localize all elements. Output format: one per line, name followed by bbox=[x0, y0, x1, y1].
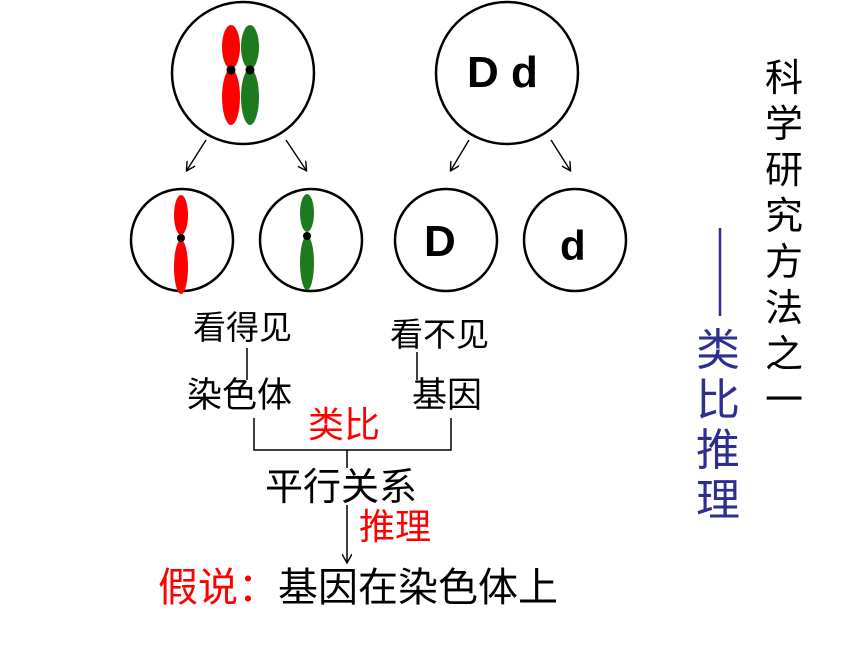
side-method-vertical: 类比推理 bbox=[696, 325, 740, 526]
arrow-left-parent-to-red bbox=[187, 139, 207, 170]
parent-red-chromosome bbox=[222, 25, 240, 125]
hypothesis-text: 基因在染色体上 bbox=[278, 565, 558, 611]
arrow-left-parent-to-green bbox=[285, 139, 306, 170]
visible-label: 看得见 bbox=[193, 308, 292, 347]
chromosome-label: 染色体 bbox=[187, 376, 293, 416]
hypothesis-prefix: 假说： bbox=[158, 565, 278, 611]
daughter-red-chromosome bbox=[174, 195, 188, 294]
gene-label: 基因 bbox=[412, 376, 483, 416]
parent-cell-chromosomes bbox=[170, 0, 316, 146]
parallel-relation-label: 平行关系 bbox=[265, 465, 418, 509]
parent-cell-genes bbox=[434, 0, 580, 146]
parent-red-centromere bbox=[226, 65, 236, 75]
daughter-cell-d bbox=[522, 187, 628, 293]
hypothesis-line: 假说：基因在染色体上 bbox=[158, 568, 558, 608]
inference-label: 推理 bbox=[359, 507, 432, 548]
analogy-bracket bbox=[253, 418, 452, 451]
daughter-gene-D-label: D bbox=[424, 217, 456, 266]
side-dash-vertical: —— bbox=[698, 228, 742, 318]
arrow-right-parent-to-d bbox=[550, 139, 570, 170]
side-dash-text: —— bbox=[698, 228, 699, 229]
parent-green-chromosome bbox=[241, 25, 259, 125]
analogy-label: 类比 bbox=[308, 405, 381, 446]
daughter-red-centromere bbox=[177, 234, 185, 242]
parent-green-centromere bbox=[245, 65, 255, 75]
daughter-cell-green bbox=[258, 187, 364, 293]
invisible-label: 看不见 bbox=[390, 315, 489, 354]
arrow-right-parent-to-D bbox=[451, 139, 470, 170]
daughter-cell-D bbox=[393, 187, 499, 293]
parent-genes-label: D d bbox=[467, 48, 538, 97]
daughter-green-centromere bbox=[303, 232, 311, 240]
daughter-green-chromosome bbox=[300, 194, 314, 290]
side-dash-line bbox=[718, 228, 722, 316]
side-title-vertical: 科学研究方法之一 bbox=[764, 56, 803, 422]
daughter-gene-d-label: d bbox=[560, 222, 586, 269]
